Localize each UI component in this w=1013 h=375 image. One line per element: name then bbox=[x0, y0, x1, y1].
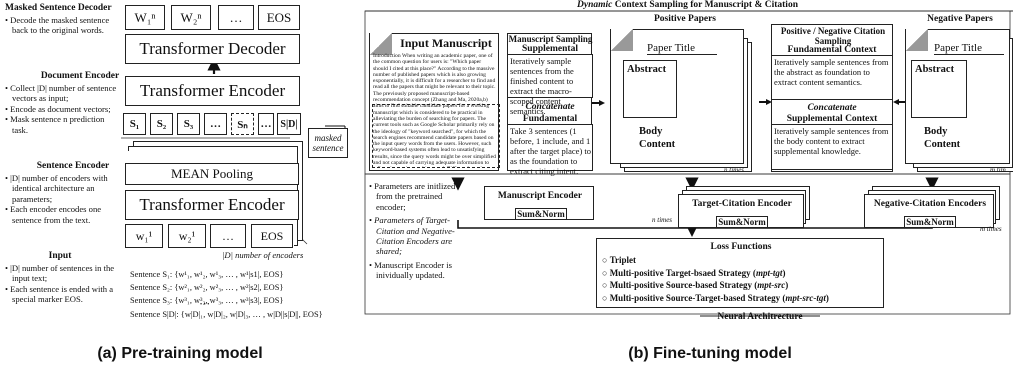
num-encoders-label: |D| number of encoders bbox=[222, 250, 304, 260]
target-sum-norm: Sum&Norm bbox=[716, 216, 768, 228]
sentence-vector-dots-2: … bbox=[258, 113, 274, 135]
sentence-encoder-title: Sentence Encoder bbox=[36, 161, 110, 171]
pn-supplemental-box: Iteratively sample sentences from the bo… bbox=[771, 124, 893, 170]
positive-paper-title: Paper Title bbox=[647, 42, 695, 54]
supplemental-context-text: Iteratively sample sentences from the fi… bbox=[510, 56, 574, 116]
pn-concatenate-label: Concatenate bbox=[807, 103, 857, 113]
loss-item-mpt-src: ○ Multi-positive Source-based Strategy (… bbox=[602, 280, 789, 291]
transformer-decoder-box: Transformer Decoder bbox=[125, 34, 300, 64]
bottom-token-2: w₂¹ bbox=[168, 224, 206, 248]
page-fold-icon bbox=[906, 29, 928, 51]
sentence-vector-sd: S|D| bbox=[277, 113, 301, 135]
negative-sum-norm: Sum&Norm bbox=[904, 216, 956, 228]
sentence-s3: Sentence S₃: {w³₁, w³₂, w³₃, … , w³|s3|,… bbox=[130, 296, 284, 306]
loss-list: ○ Triplet ○ Multi-positive Target-bsaed … bbox=[602, 254, 882, 304]
negative-papers-title: Negative Papers bbox=[927, 14, 993, 24]
loss-functions-box: Loss Functions ○ Triplet ○ Multi-positiv… bbox=[596, 238, 884, 308]
page-fold-icon bbox=[370, 33, 392, 55]
right-banner: Dynamic Context Sampling for Manuscript … bbox=[577, 0, 798, 10]
sentence-vector-s2: S₂ bbox=[150, 113, 173, 135]
manuscript-text: Introduction When writing an academic pa… bbox=[373, 53, 496, 167]
negative-abstract-box: Abstract bbox=[911, 60, 967, 118]
document-encoder-title: Document Encoder bbox=[40, 71, 120, 81]
negative-paper-title: Paper Title bbox=[934, 42, 982, 54]
transformer-encoder-sent-box: Transformer Encoder bbox=[125, 190, 299, 220]
target-n-times: n times bbox=[652, 216, 673, 224]
manuscript-sampling-title: Manuscript Sampling bbox=[508, 34, 593, 44]
masked-sentence-label: masked sentence bbox=[308, 128, 348, 158]
top-token-1: W₁ⁿ bbox=[125, 5, 165, 30]
fundamental-context-text: Take 3 sentences (1 before, 1 include, a… bbox=[510, 126, 592, 176]
input-manuscript-card: Input Manuscript Introduction When writi… bbox=[369, 33, 500, 171]
neural-architecture-label: Neural Architrecture bbox=[717, 312, 803, 322]
sentence-vector-s3: S₃ bbox=[177, 113, 200, 135]
manuscript-target-highlight bbox=[372, 104, 500, 168]
page-fold-icon bbox=[611, 29, 633, 51]
loss-item-mpt-tgt: ○ Multi-positive Target-bsaed Strategy (… bbox=[602, 267, 786, 278]
supplemental-context-box: Iteratively sample sentences from the fi… bbox=[507, 54, 593, 116]
input-title: Input bbox=[48, 251, 72, 261]
positive-papers-title: Positive Papers bbox=[653, 14, 716, 24]
title-underline bbox=[934, 54, 1004, 55]
target-encoder-label: Target-Citation Encoder bbox=[692, 199, 792, 209]
sentence-encoder-bullets: • |D| number of encoders with identical … bbox=[5, 173, 108, 225]
sentence-vector-dots-1: … bbox=[204, 113, 227, 135]
loss-functions-title: Loss Functions bbox=[710, 242, 772, 252]
transformer-encoder-doc-box: Transformer Encoder bbox=[125, 76, 300, 106]
pn-sampling-title: Positive / Negative Citation Sampling bbox=[780, 26, 886, 46]
concatenate-label: Concatenate bbox=[525, 102, 575, 112]
fundamental-context-box: Take 3 sentences (1 before, 1 include, a… bbox=[507, 124, 593, 176]
sentence-vector-sn-masked: Sₙ bbox=[231, 113, 254, 135]
negative-m-times: m tim bbox=[990, 166, 1006, 174]
sentence-dots: • • • bbox=[200, 302, 210, 308]
finetune-bullets: • Parameters are initlized from the pret… bbox=[369, 181, 456, 281]
pn-fundamental-box: Iteratively sample sentences from the ab… bbox=[771, 55, 893, 100]
masked-decoder-title: Masked Sentence Decoder bbox=[5, 3, 112, 13]
negative-citation-encoders-box: Negative-Citation Encoders Sum&Norm bbox=[864, 194, 994, 228]
negative-m-times-enc: m times bbox=[980, 225, 1002, 233]
top-token-eos: EOS bbox=[258, 5, 300, 30]
input-manuscript-title: Input Manuscript bbox=[400, 36, 492, 50]
positive-abstract-box: Abstract bbox=[623, 60, 677, 118]
input-bullets: • |D| number of sentences in the input t… bbox=[5, 263, 115, 305]
pn-fundamental-title: Fundamental Context bbox=[787, 45, 877, 55]
mean-pooling-box: MEAN Pooling bbox=[125, 163, 299, 185]
top-token-2: W₂ⁿ bbox=[171, 5, 211, 30]
bottom-token-ellipsis: … bbox=[210, 224, 246, 248]
sentence-s1: Sentence S₁: {w¹₁, w¹₂, w¹₃, … , w¹|s1|,… bbox=[130, 270, 284, 279]
loss-item-triplet: ○ Triplet bbox=[602, 255, 637, 265]
loss-item-mpt-src-tgt: ○ Multi-positive Source-Target-based Str… bbox=[602, 292, 829, 303]
sentence-list: Sentence S₁: {w¹₁, w¹₂, w¹₃, … , w¹|s1|,… bbox=[130, 268, 365, 321]
sentence-s2: Sentence S₂: {w²₁, w²₂, w²₃, … , w²|s2|,… bbox=[130, 283, 284, 293]
sentence-sd: Sentence S|D|: {w|D|₁, w|D|₂, w|D|₃, … ,… bbox=[130, 309, 323, 319]
top-token-ellipsis: … bbox=[218, 5, 254, 30]
bottom-token-eos: EOS bbox=[251, 224, 293, 248]
sentence-vector-s1: S₁ bbox=[123, 113, 146, 135]
caption-a: (a) Pre-training model bbox=[97, 345, 263, 362]
target-citation-encoder-box: Target-Citation Encoder Sum&Norm bbox=[678, 194, 804, 228]
manuscript-encoder-box: Manuscript Encoder Sum&Norm bbox=[484, 186, 594, 220]
pn-supplemental-title: Supplemental Context bbox=[786, 114, 878, 124]
manuscript-encoder-label: Manuscript Encoder bbox=[497, 191, 583, 201]
document-encoder-bullets: • Collect |D| number of sentence vectors… bbox=[5, 83, 117, 135]
pn-supplemental-text: Iteratively sample sentences from the bo… bbox=[774, 126, 889, 156]
manuscript-sum-norm: Sum&Norm bbox=[515, 208, 567, 220]
pn-fundamental-text: Iteratively sample sentences from the ab… bbox=[774, 57, 889, 87]
masked-decoder-bullets: • Decode the masked sentence back to the… bbox=[5, 15, 110, 36]
caption-b: (b) Fine-tuning model bbox=[628, 345, 792, 362]
positive-n-times: n times bbox=[724, 166, 745, 174]
bottom-token-1: w₁¹ bbox=[125, 224, 163, 248]
negative-encoder-label: Negative-Citation Encoders bbox=[873, 199, 987, 209]
title-underline bbox=[647, 54, 717, 55]
